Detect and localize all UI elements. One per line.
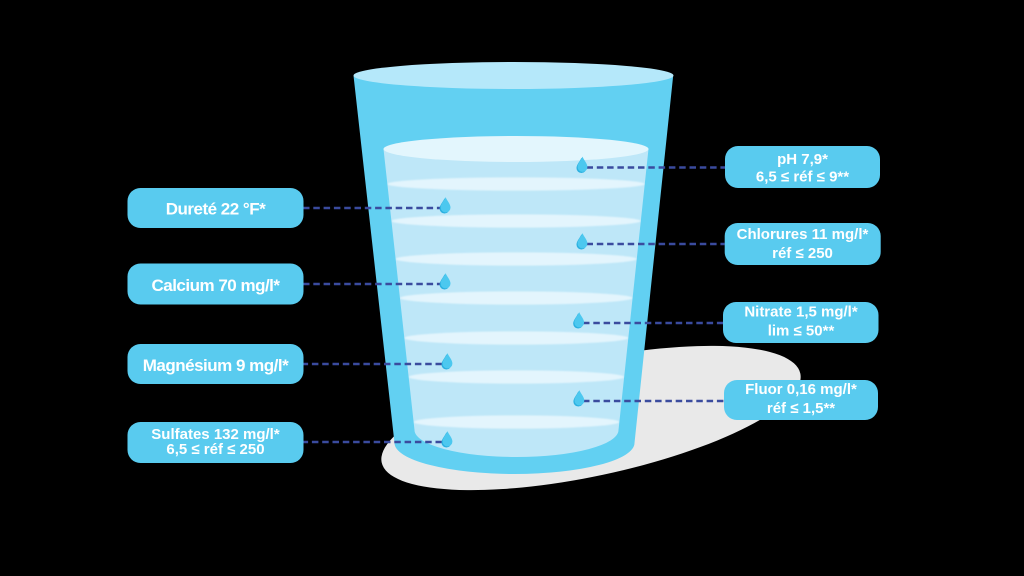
svg-text:Chlorures 11 mg/l*: Chlorures 11 mg/l* [737,226,869,243]
svg-text:réf ≤ 250: réf ≤ 250 [772,245,833,262]
svg-text:Dureté 22 °F*: Dureté 22 °F* [166,199,266,218]
svg-text:Sulfates 132 mg/l*: Sulfates 132 mg/l* [151,426,280,443]
svg-text:réf ≤ 1,5**: réf ≤ 1,5** [767,400,835,417]
svg-text:Fluor 0,16 mg/l*: Fluor 0,16 mg/l* [745,381,857,398]
svg-text:Magnésium 9 mg/l*: Magnésium 9 mg/l* [143,356,289,375]
svg-text:pH 7,9*: pH 7,9* [777,151,828,168]
svg-text:lim ≤ 50**: lim ≤ 50** [768,323,835,340]
svg-text:Nitrate 1,5 mg/l*: Nitrate 1,5 mg/l* [744,304,858,321]
svg-text:Calcium 70 mg/l*: Calcium 70 mg/l* [151,276,280,295]
svg-text:6,5 ≤ réf ≤ 9**: 6,5 ≤ réf ≤ 9** [756,169,849,186]
svg-text:6,5 ≤ réf ≤ 250: 6,5 ≤ réf ≤ 250 [166,441,264,458]
